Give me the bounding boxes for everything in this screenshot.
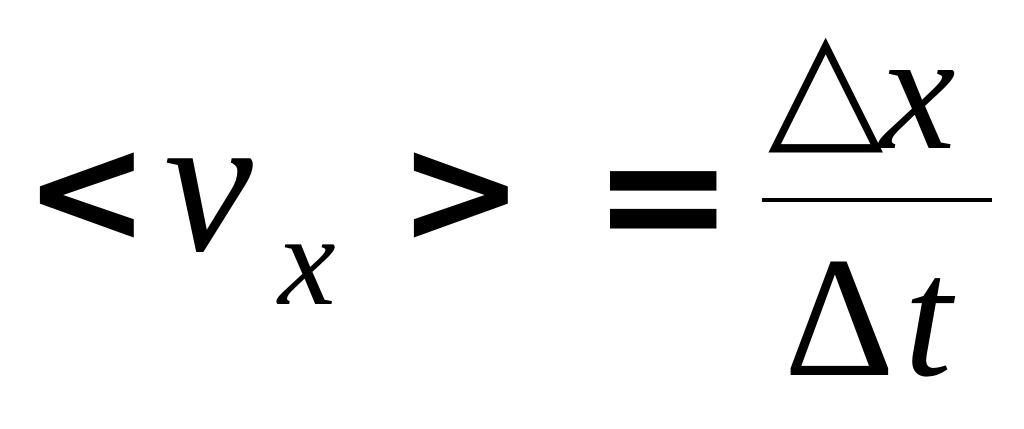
velocity-subscript-x: x — [278, 189, 336, 333]
numerator-delta-symbol: △ — [768, 0, 884, 170]
equals-sign: = — [592, 96, 735, 294]
left-angle-bracket: < — [24, 104, 150, 278]
velocity-symbol: v — [164, 73, 253, 294]
denominator-delta-symbol: Δ — [784, 223, 895, 413]
denominator-t: t — [904, 223, 952, 413]
right-angle-bracket: > — [398, 104, 524, 278]
fraction-bar — [762, 198, 992, 202]
numerator-x: x — [880, 0, 956, 185]
